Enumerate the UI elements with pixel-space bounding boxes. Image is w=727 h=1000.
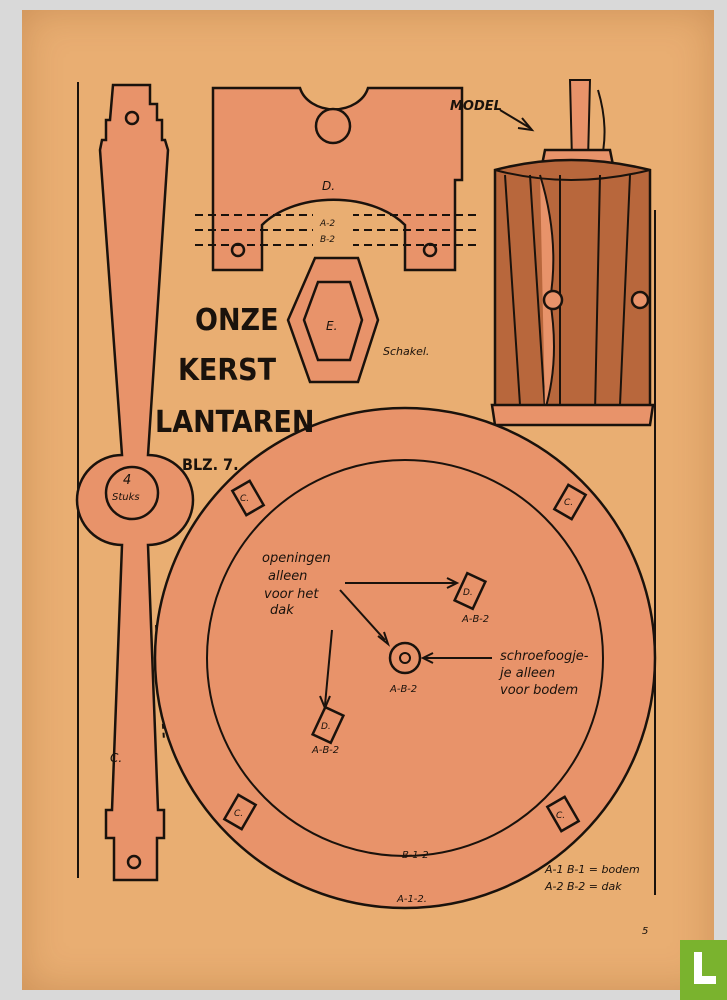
slot-label-c-3: C. [234,809,243,819]
legend-line2: A-2 B-2 = dak [544,880,622,893]
disc-center [388,641,422,675]
model-arrowhead [517,117,535,132]
bracket-hole [314,107,352,145]
legend-line1: A-1 B-1 = bodem [544,863,640,876]
disc-slots-d [310,571,488,745]
arrow-to-center [339,589,386,641]
link-inner-hole [302,280,364,362]
part-c-label: C. [110,751,122,765]
bracket-a2-label: A-2 [319,219,335,229]
title-line3: LANTAREN [155,405,314,440]
svg-text:voor het: voor het [264,587,319,602]
page-ref: BLZ. 7. [182,455,239,474]
title-line1: ONZE [195,303,279,338]
title-line2: KERST [178,353,277,388]
part-d-label: D. [322,179,335,193]
blade-center-circle [104,465,160,521]
svg-text:openingen: openingen [262,551,331,566]
model-label: MODEL [450,99,502,114]
count-word: Stuks [112,492,140,503]
slot-label-d-2: D. [321,722,331,732]
page-number: 5 [642,926,648,937]
model-arrow [499,109,531,129]
svg-text:voor bodem: voor bodem [500,683,578,698]
logo-mark [694,952,702,984]
slot-label-c-4: C. [556,811,565,821]
ab2-label-2: A-B-2 [389,684,417,695]
arrow-to-d-lower [324,629,333,706]
note-schroef: schroefoogje- je alleen voor bodem [498,649,589,698]
count-number: 4 [123,473,131,488]
a12-label: A-1-2. [396,894,427,905]
svg-text:alleen: alleen [268,569,307,584]
svg-text:schroefoogje-: schroefoogje- [500,649,589,664]
disc-center-hole [399,652,411,664]
svg-text:je alleen: je alleen [498,666,555,681]
bracket-b2-label: B-2 [320,235,335,245]
ab2-label-1: A-B-2 [461,614,489,625]
disc-slots-c [222,479,588,833]
slot-label-c-1: C. [240,494,249,504]
schakel-label: Schakel. [383,345,429,358]
bracket-fold-lines [195,214,480,246]
blade-bottom-hole [126,854,142,870]
logo [680,940,727,1000]
blade-top-hole [124,110,140,126]
note-openingen: openingen alleen voor het dak [262,551,331,618]
slot-label-c-2: C. [564,498,573,508]
bracket-label-patch [313,210,353,252]
svg-text:dak: dak [270,603,294,618]
disc-inner-ring [206,459,604,857]
part-d-bracket [211,86,464,272]
slot-label-d-1: D. [463,588,473,598]
model-lantern [490,79,655,427]
ab2-label-3: A-B-2 [311,745,339,756]
b12-label: B-1-2 [402,850,429,861]
part-e-label: E. [326,319,337,333]
